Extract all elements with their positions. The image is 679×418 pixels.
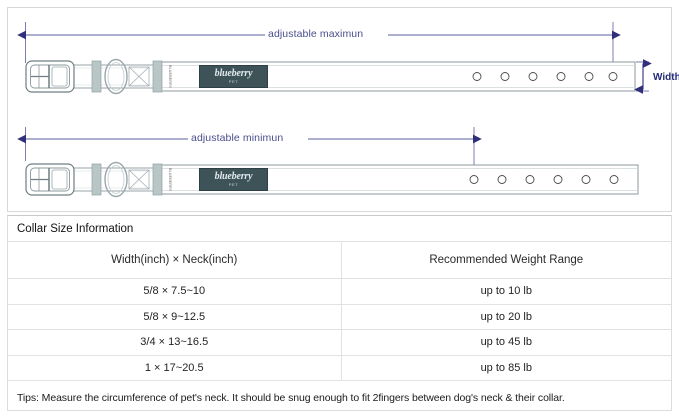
table-row: 3/4 × 13~16.5 up to 45 lb [8,329,672,356]
collar-diagram-panel: adjustable maximun blueberry PET BLUEBER… [7,7,679,212]
brand-tag-minimum: blueberry PET [199,168,268,191]
collar-size-table-panel: Collar Size Information Width(inch) × Ne… [7,215,672,411]
brand-sub-maximum: PET [228,79,239,84]
table-row: 1 × 17~20.5 up to 85 lb [8,355,672,382]
table-tips-row: Tips: Measure the circumference of pet's… [8,381,671,415]
header-width-neck: Width(inch) × Neck(inch) [8,241,342,279]
cell-size: 3/4 × 13~16.5 [8,329,342,356]
table-header-row: Width(inch) × Neck(inch) Recommended Wei… [8,241,672,279]
cell-weight: up to 85 lb [341,355,672,382]
brand-sub-minimum: PET [228,182,239,187]
collar-size-table: Collar Size Information Width(inch) × Ne… [8,216,672,415]
tips-text: Tips: Measure the circumference of pet's… [17,391,565,404]
section-title: Collar Size Information [8,216,672,242]
brand-name-maximum: blueberry [214,68,253,79]
brand-tag-maximum: blueberry PET [199,65,268,88]
table-row: 5/8 × 7.5~10 up to 10 lb [8,278,672,305]
collar-row-minimum [17,127,639,198]
keeper-text-minimum: BLUEBERRY [168,168,172,192]
brand-name-minimum: blueberry [214,171,253,182]
width-label: Width [653,72,679,83]
cell-size: 1 × 17~20.5 [8,355,342,382]
cell-size: 5/8 × 9~12.5 [8,304,342,331]
table-row: 5/8 × 9~12.5 up to 20 lb [8,304,672,331]
dimension-label-maximum: adjustable maximun [268,28,364,40]
header-weight-range: Recommended Weight Range [341,241,672,279]
cell-weight: up to 10 lb [341,278,672,305]
dimension-label-minimum: adjustable minimun [191,132,284,144]
cell-weight: up to 20 lb [341,304,672,331]
cell-size: 5/8 × 7.5~10 [8,278,342,305]
table-section-title-row: Collar Size Information [8,216,672,242]
keeper-text-maximum: BLUEBERRY [168,65,172,89]
cell-weight: up to 45 lb [341,329,672,356]
